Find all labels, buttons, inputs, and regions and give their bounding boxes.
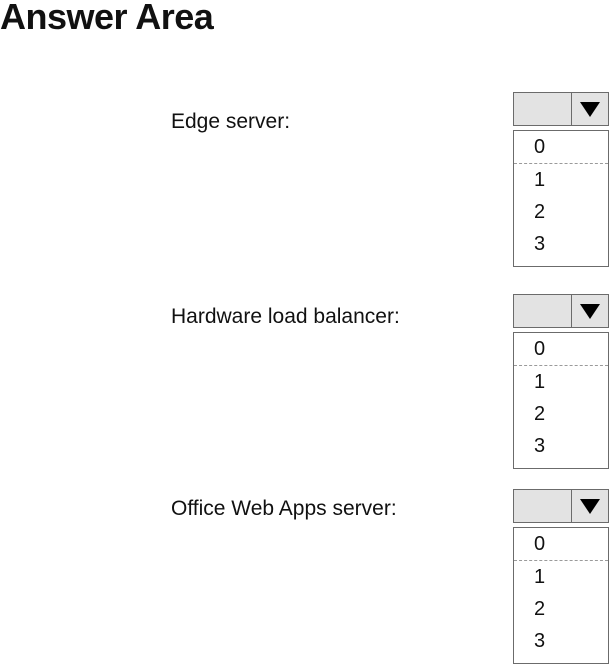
dropdown-options-list: 0 1 2 3 <box>513 527 609 664</box>
chevron-down-icon[interactable] <box>571 93 608 125</box>
dropdown-hardware-load-balancer[interactable]: 0 1 2 3 <box>513 294 609 469</box>
dropdown-option[interactable]: 2 <box>534 598 546 620</box>
dropdown-option[interactable]: 2 <box>534 201 546 223</box>
chevron-down-icon[interactable] <box>571 295 608 327</box>
question-label-office-web-apps-server: Office Web Apps server: <box>171 497 397 520</box>
question-label-hardware-load-balancer: Hardware load balancer: <box>171 305 400 328</box>
dropdown-option[interactable]: 2 <box>534 403 546 425</box>
chevron-down-icon[interactable] <box>571 490 608 522</box>
dropdown-header[interactable] <box>513 92 609 126</box>
dropdown-option[interactable]: 3 <box>534 435 546 457</box>
dropdown-options-list: 0 1 2 3 <box>513 332 609 469</box>
dropdown-edge-server[interactable]: 0 1 2 3 <box>513 92 609 267</box>
question-label-edge-server: Edge server: <box>171 110 291 133</box>
dropdown-option[interactable]: 0 <box>514 528 608 561</box>
dropdown-selected-value <box>514 93 571 125</box>
dropdown-header[interactable] <box>513 489 609 523</box>
dropdown-options-list: 0 1 2 3 <box>513 130 609 267</box>
dropdown-option[interactable]: 1 <box>534 169 546 191</box>
dropdown-selected-value <box>514 490 571 522</box>
dropdown-option[interactable]: 0 <box>514 131 608 164</box>
dropdown-office-web-apps-server[interactable]: 0 1 2 3 <box>513 489 609 664</box>
dropdown-option[interactable]: 3 <box>534 233 546 255</box>
dropdown-selected-value <box>514 295 571 327</box>
answer-area-heading: Answer Area <box>0 0 214 37</box>
dropdown-option[interactable]: 1 <box>534 371 546 393</box>
dropdown-option[interactable]: 0 <box>514 333 608 366</box>
dropdown-header[interactable] <box>513 294 609 328</box>
dropdown-option[interactable]: 3 <box>534 630 546 652</box>
dropdown-option[interactable]: 1 <box>534 566 546 588</box>
